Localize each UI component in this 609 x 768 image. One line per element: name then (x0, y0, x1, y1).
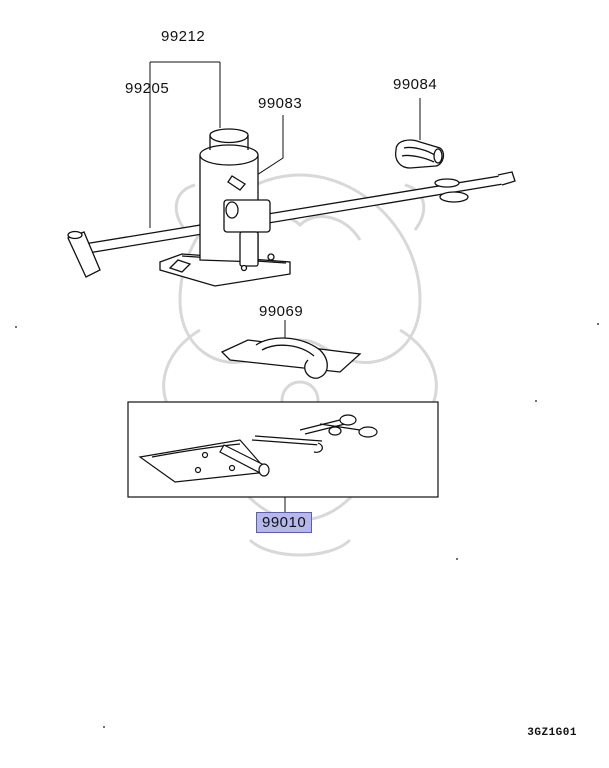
callout-99069[interactable]: 99069 (259, 303, 304, 320)
tool-bag (220, 337, 362, 379)
tool-kit-box (127, 401, 439, 498)
diagram-code: 3GZ1G01 (527, 727, 577, 739)
callout-99010[interactable]: 99010 (256, 512, 313, 533)
jack-handle (67, 171, 516, 278)
bottle-jack (159, 128, 291, 287)
callout-99083[interactable]: 99083 (258, 95, 303, 112)
callout-99084[interactable]: 99084 (393, 76, 438, 93)
leader-lines (149, 61, 421, 512)
callout-99212[interactable]: 99212 (161, 28, 206, 45)
scan-specks (15, 323, 599, 728)
handle-clamp (394, 139, 445, 169)
leader-99212 (149, 61, 221, 228)
callout-99205[interactable]: 99205 (125, 80, 170, 97)
